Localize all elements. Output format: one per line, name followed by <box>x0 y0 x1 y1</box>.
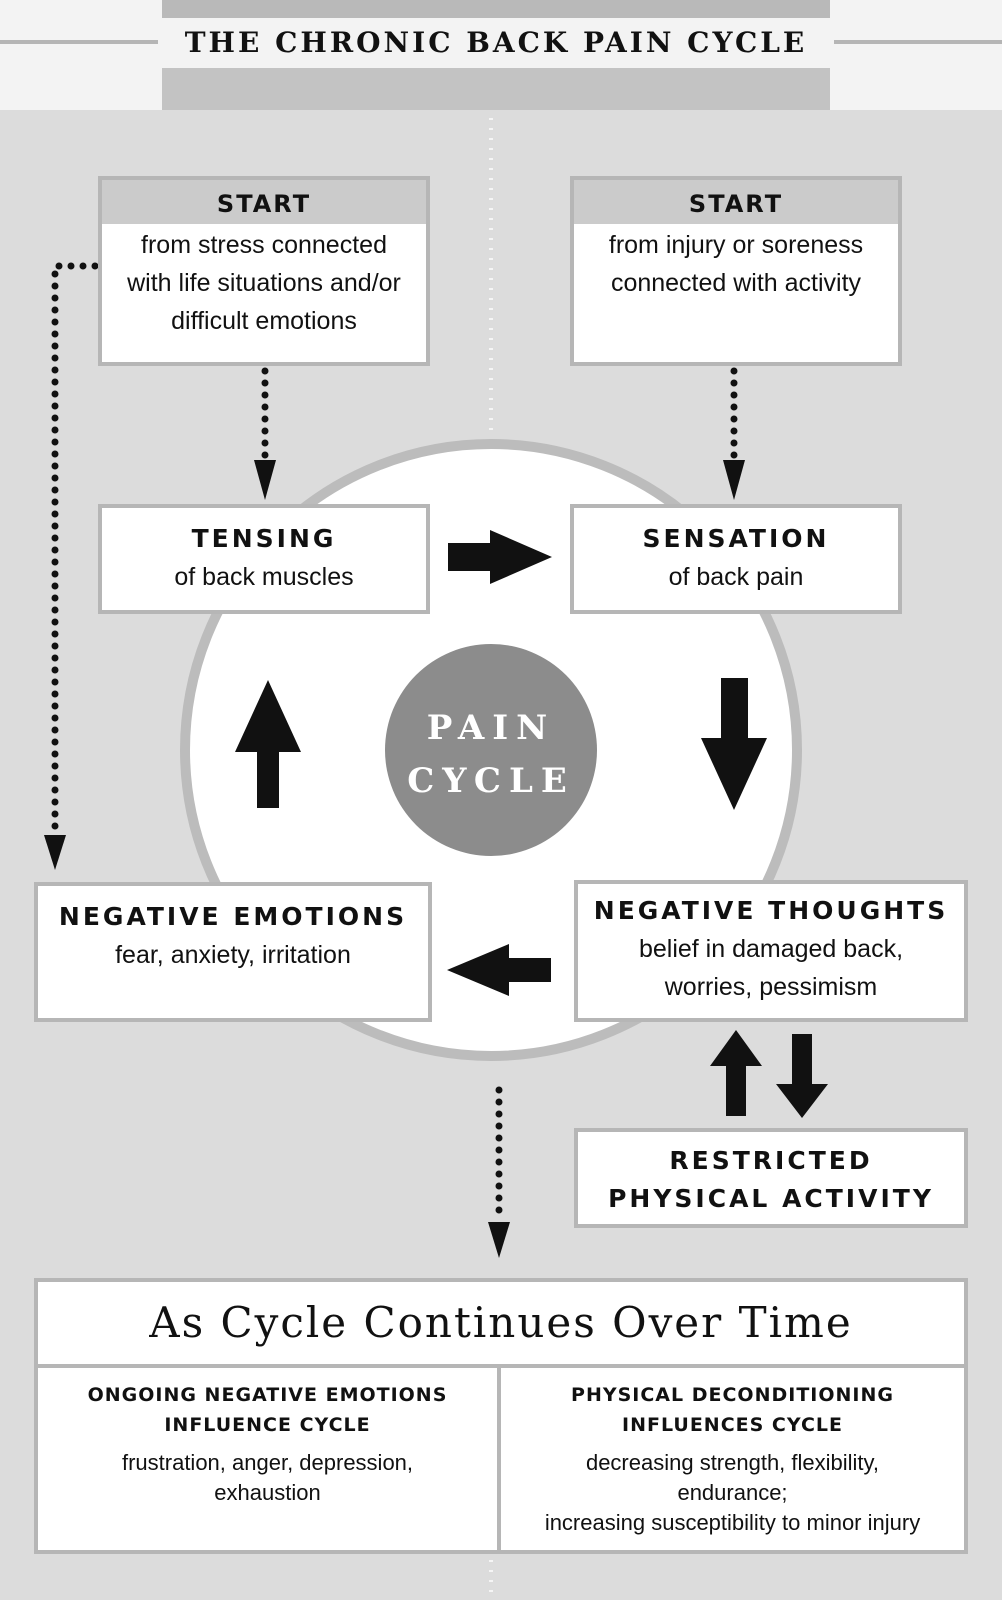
continues-box: As Cycle Continues Over Time ONGOING NEG… <box>34 1278 968 1554</box>
arrow-down-icon <box>776 1034 828 1118</box>
restricted-activity-line: PHYSICAL ACTIVITY <box>608 1184 934 1213</box>
arrow-up-icon <box>710 1030 762 1116</box>
arrowhead-icon <box>723 460 745 500</box>
arrowhead-icon <box>254 460 276 500</box>
continues-right-text: endurance; <box>677 1480 788 1505</box>
start-stress-line: with life situations and/or <box>127 269 401 297</box>
sensation-box: SENSATION of back pain <box>570 504 902 614</box>
start-injury-line: connected with activity <box>610 269 862 297</box>
restricted-activity-line: RESTRICTED <box>669 1146 873 1175</box>
center-label-cycle: CYCLE <box>407 761 575 801</box>
start-stress-box: START from stress connected with life si… <box>98 176 430 366</box>
start-stress-line: difficult emotions <box>171 307 357 335</box>
negative-emotions-text: fear, anxiety, irritation <box>115 941 351 969</box>
start-stress-heading: START <box>102 180 426 224</box>
continues-left-text: exhaustion <box>214 1480 321 1505</box>
dotted-connector-stress-to-emotions <box>51 262 99 839</box>
start-stress-line: from stress connected <box>141 231 387 259</box>
continues-title: As Cycle Continues Over Time <box>38 1282 964 1368</box>
diagram-title: THE CHRONIC BACK PAIN CYCLE <box>184 26 808 59</box>
continues-right-text: decreasing strength, flexibility, <box>585 1450 880 1475</box>
negative-emotions-box: NEGATIVE EMOTIONS fear, anxiety, irritat… <box>34 882 432 1022</box>
start-injury-line: from injury or soreness <box>608 231 864 259</box>
negative-thoughts-box: NEGATIVE THOUGHTS belief in damaged back… <box>574 880 968 1022</box>
start-injury-heading: START <box>574 180 898 224</box>
pain-cycle-circle <box>385 644 597 856</box>
negative-emotions-heading: NEGATIVE EMOTIONS <box>58 902 408 931</box>
arrow-right-icon <box>448 530 552 584</box>
continues-left-heading: INFLUENCE CYCLE <box>164 1414 371 1436</box>
center-label-pain: PAIN <box>427 708 555 748</box>
title-band-bottom <box>162 68 830 110</box>
arrowhead-icon <box>488 1222 510 1258</box>
title-rule-left <box>0 40 158 44</box>
tensing-text: of back muscles <box>174 563 354 591</box>
title-band-top <box>162 0 830 18</box>
continues-right-heading: PHYSICAL DECONDITIONING <box>571 1384 894 1406</box>
start-injury-box: START from injury or soreness connected … <box>570 176 902 366</box>
continues-left-panel: ONGOING NEGATIVE EMOTIONS INFLUENCE CYCL… <box>38 1368 501 1554</box>
restricted-activity-box: RESTRICTED PHYSICAL ACTIVITY <box>574 1128 968 1228</box>
arrow-up-icon <box>235 680 301 808</box>
continues-right-text: increasing susceptibility to minor injur… <box>544 1510 921 1535</box>
continues-left-text: frustration, anger, depression, <box>121 1450 414 1475</box>
sensation-text: of back pain <box>668 563 804 591</box>
sensation-heading: SENSATION <box>642 524 830 553</box>
title-rule-right <box>834 40 1002 44</box>
tensing-box: TENSING of back muscles <box>98 504 430 614</box>
arrowhead-icon <box>44 835 66 870</box>
arrow-left-icon <box>447 944 551 996</box>
continues-right-heading: INFLUENCES CYCLE <box>622 1414 843 1436</box>
arrow-down-icon <box>701 678 767 810</box>
negative-thoughts-line: worries, pessimism <box>664 973 878 1001</box>
negative-thoughts-heading: NEGATIVE THOUGHTS <box>593 896 949 925</box>
continues-right-panel: PHYSICAL DECONDITIONING INFLUENCES CYCLE… <box>501 1368 964 1554</box>
negative-thoughts-line: belief in damaged back, <box>638 935 904 963</box>
tensing-heading: TENSING <box>191 524 337 553</box>
continues-left-heading: ONGOING NEGATIVE EMOTIONS <box>87 1384 448 1406</box>
